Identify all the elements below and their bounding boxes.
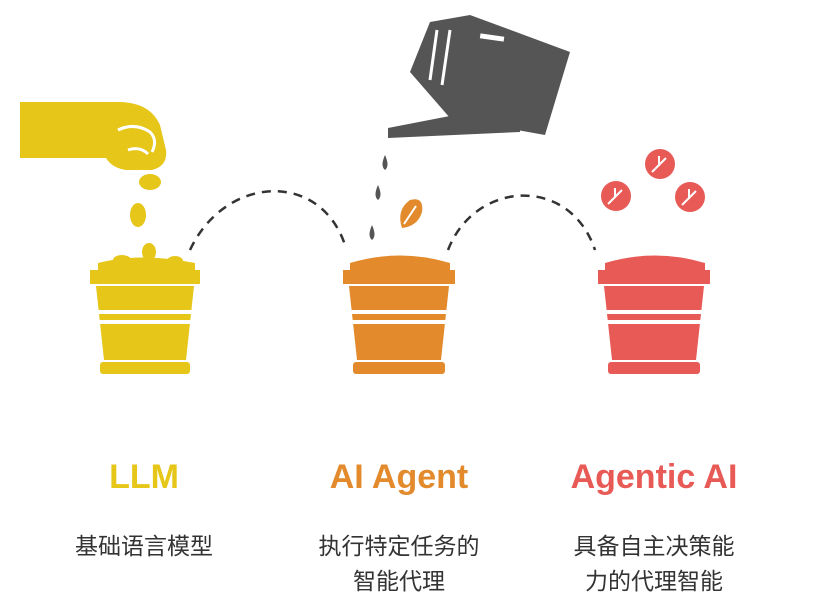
stage-title-llm: LLM (109, 458, 179, 496)
stage-desc-agentic-ai: 具备自主决策能 力的代理智能 (524, 530, 784, 600)
pot-agentic-icon (598, 255, 710, 374)
connector-arc-2 (446, 194, 597, 251)
stage-desc-line: 智能代理 (353, 569, 445, 595)
seed-icon (130, 174, 161, 261)
stage-title-ai-agent: AI Agent (329, 458, 469, 496)
stage-desc-line: 执行特定任务的 (318, 534, 480, 560)
sprout-leaf-icon (400, 199, 423, 228)
stage-desc-line: 具备自主决策能 (573, 534, 735, 560)
stage-desc-llm: 基础语言模型 (14, 530, 274, 565)
stage-desc-line: 力的代理智能 (585, 569, 723, 595)
connector-arc-1 (188, 189, 347, 251)
leaves-icon (601, 149, 705, 212)
growth-diagram (20, 15, 710, 374)
watering-can-icon (388, 15, 570, 138)
stage-desc-line: 基础语言模型 (75, 534, 213, 560)
stage-title-agentic-ai: Agentic AI (570, 458, 738, 496)
pot-llm-icon (90, 255, 200, 374)
hand-icon (20, 102, 167, 170)
stage-desc-ai-agent: 执行特定任务的 智能代理 (269, 530, 529, 600)
pot-agent-icon (343, 255, 455, 374)
water-drop-icon (369, 155, 388, 240)
